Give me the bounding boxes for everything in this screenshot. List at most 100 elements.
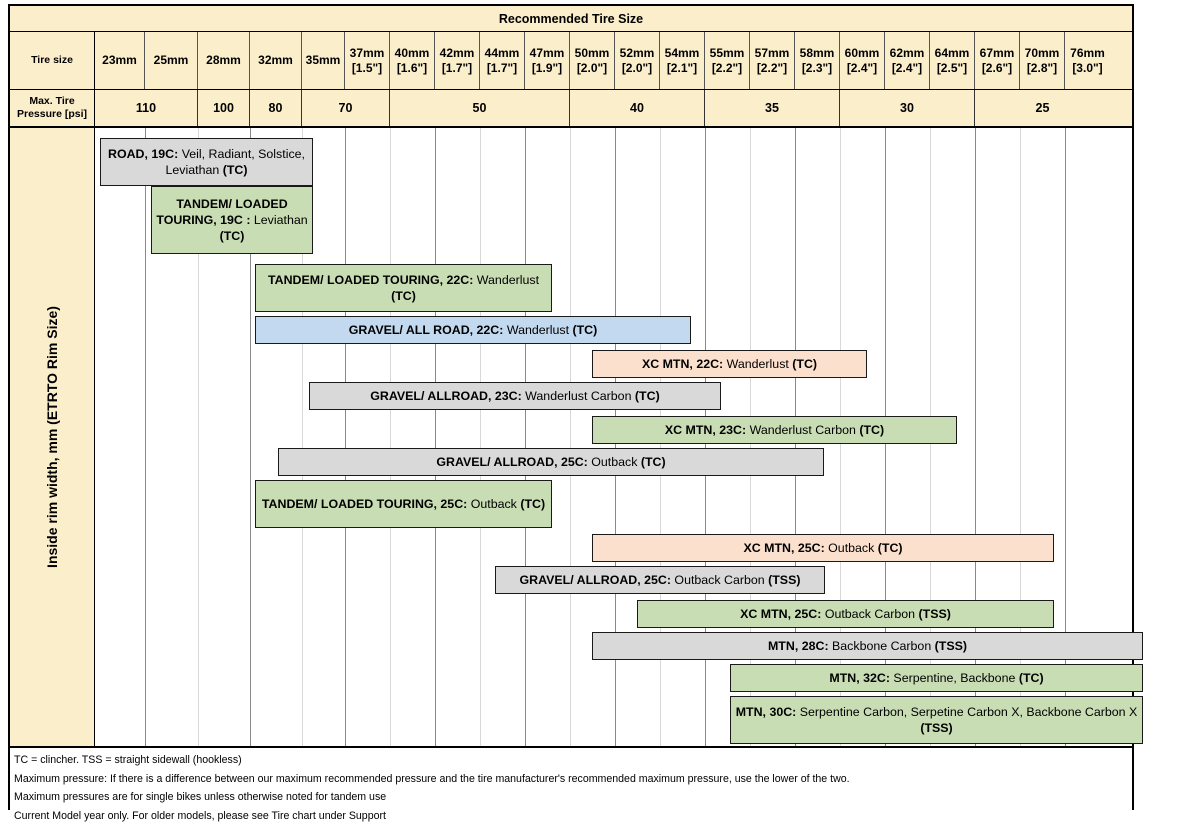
bar-category-label: MTN, 28C:: [768, 639, 829, 653]
size-column-header: 32mm: [250, 32, 302, 89]
max-pressure-value: 25: [975, 90, 1110, 126]
chart-plot-body: Inside rim width, mm (ETRTO Rim Size) RO…: [10, 128, 1132, 746]
size-column-inch: [2.0"]: [622, 61, 652, 76]
tire-compatibility-bar[interactable]: TANDEM/ LOADED TOURING, 25C: Outback (TC…: [255, 480, 552, 528]
size-column-inch: [1.5"]: [352, 61, 382, 76]
size-column-mm: 44mm: [485, 46, 520, 61]
tire-compatibility-bar[interactable]: ROAD, 19C: Veil, Radiant, Solstice, Levi…: [100, 138, 313, 186]
size-column-mm: 67mm: [980, 46, 1015, 61]
grid-line: [345, 128, 346, 746]
tire-compatibility-bar[interactable]: XC MTN, 23C: Wanderlust Carbon (TC): [592, 416, 957, 444]
tire-compatibility-bar[interactable]: GRAVEL/ ALLROAD, 25C: Outback Carbon (TS…: [495, 566, 825, 594]
size-column-inch: [1.9"]: [532, 61, 562, 76]
bar-category-label: GRAVEL/ ALLROAD, 25C:: [436, 455, 587, 469]
tire-compatibility-bar[interactable]: TANDEM/ LOADED TOURING, 19C : Leviathan …: [151, 186, 313, 254]
tire-compatibility-bar[interactable]: GRAVEL/ ALLROAD, 23C: Wanderlust Carbon …: [309, 382, 721, 410]
tire-compatibility-bar[interactable]: MTN, 28C: Backbone Carbon (TSS): [592, 632, 1143, 660]
size-column-header: 55mm[2.2"]: [705, 32, 750, 89]
size-column-inch: [2.4"]: [892, 61, 922, 76]
size-column-header: 50mm[2.0"]: [570, 32, 615, 89]
bar-type-label: (TC): [859, 423, 884, 437]
size-column-mm: 64mm: [935, 46, 970, 61]
size-column-header: 58mm[2.3"]: [795, 32, 840, 89]
grid-line: [480, 128, 481, 746]
size-column-inch: [2.0"]: [577, 61, 607, 76]
bar-category-label: GRAVEL/ ALLROAD, 25C:: [520, 573, 671, 587]
max-pressure-value: 50: [390, 90, 570, 126]
max-pressure-label-line2: Pressure [psi]: [17, 108, 87, 121]
tire-compatibility-bar[interactable]: MTN, 32C: Serpentine, Backbone (TC): [730, 664, 1143, 692]
bar-models-label: Wanderlust Carbon: [746, 423, 859, 437]
bar-models-label: Outback: [467, 497, 520, 511]
size-column-header: 25mm: [145, 32, 198, 89]
bar-models-label: Wanderlust: [503, 323, 572, 337]
size-column-header: 23mm: [95, 32, 145, 89]
tire-compatibility-bar[interactable]: GRAVEL/ ALLROAD, 25C: Outback (TC): [278, 448, 824, 476]
bar-type-label: (TC): [878, 541, 903, 555]
size-column-mm: 52mm: [620, 46, 655, 61]
bar-type-label: (TSS): [920, 721, 952, 735]
size-column-inch: [2.5"]: [937, 61, 967, 76]
y-axis-label: Inside rim width, mm (ETRTO Rim Size): [10, 128, 95, 746]
size-column-inch: [1.7"]: [442, 61, 472, 76]
bar-category-label: GRAVEL/ ALL ROAD, 22C:: [349, 323, 504, 337]
size-column-header: 28mm: [198, 32, 250, 89]
bar-type-label: (TC): [792, 357, 817, 371]
bar-category-label: XC MTN, 25C:: [743, 541, 824, 555]
bar-models-label: Wanderlust Carbon: [522, 389, 635, 403]
bar-models-label: Outback: [825, 541, 878, 555]
size-column-header: 60mm[2.4"]: [840, 32, 885, 89]
max-pressure-value: 40: [570, 90, 705, 126]
tire-compatibility-bar[interactable]: XC MTN, 25C: Outback Carbon (TSS): [637, 600, 1054, 628]
size-column-header: 54mm[2.1"]: [660, 32, 705, 89]
y-axis-label-text: Inside rim width, mm (ETRTO Rim Size): [44, 306, 60, 568]
size-column-header: 64mm[2.5"]: [930, 32, 975, 89]
size-column-inch: [2.2"]: [712, 61, 742, 76]
size-column-inch: [1.6"]: [397, 61, 427, 76]
size-column-mm: 25mm: [154, 53, 189, 68]
tire-compatibility-bar[interactable]: MTN, 30C: Serpentine Carbon, Serpetine C…: [730, 696, 1143, 744]
max-pressure-value: 110: [95, 90, 198, 126]
bar-category-label: MTN, 32C:: [829, 671, 890, 685]
bar-models-label: Outback Carbon: [821, 607, 918, 621]
bar-type-label: (TC): [1019, 671, 1044, 685]
bar-models-label: Leviathan: [250, 213, 307, 227]
tire-compatibility-bar[interactable]: GRAVEL/ ALL ROAD, 22C: Wanderlust (TC): [255, 316, 691, 344]
bar-models-label: Outback: [588, 455, 641, 469]
tire-compatibility-bar[interactable]: XC MTN, 22C: Wanderlust (TC): [592, 350, 867, 378]
max-pressure-value: 80: [250, 90, 302, 126]
tire-compatibility-bar[interactable]: TANDEM/ LOADED TOURING, 22C: Wanderlust …: [255, 264, 552, 312]
grid-line: [390, 128, 391, 746]
tire-compatibility-bar[interactable]: XC MTN, 25C: Outback (TC): [592, 534, 1054, 562]
size-column-header: 37mm[1.5"]: [345, 32, 390, 89]
size-column-mm: 42mm: [440, 46, 475, 61]
max-pressure-row-label: Max. Tire Pressure [psi]: [10, 90, 95, 126]
size-column-header: 70mm[2.8"]: [1020, 32, 1065, 89]
size-column-mm: 70mm: [1025, 46, 1060, 61]
max-pressure-value: 70: [302, 90, 390, 126]
footnote-line: Maximum pressure: If there is a differen…: [14, 770, 1128, 789]
bar-models-label: Backbone Carbon: [829, 639, 935, 653]
size-column-header: 35mm: [302, 32, 345, 89]
bar-type-label: (TC): [635, 389, 660, 403]
size-column-mm: 50mm: [575, 46, 610, 61]
size-column-mm: 40mm: [395, 46, 430, 61]
bar-category-label: TANDEM/ LOADED TOURING, 25C:: [262, 497, 467, 511]
size-column-header: 52mm[2.0"]: [615, 32, 660, 89]
size-column-header: 76mm[3.0"]: [1065, 32, 1110, 89]
bar-models-label: Outback Carbon: [671, 573, 768, 587]
bar-type-label: (TC): [572, 323, 597, 337]
size-column-mm: 32mm: [258, 53, 293, 68]
tire-size-row-label: Tire size: [10, 32, 95, 89]
footnotes: TC = clincher. TSS = straight sidewall (…: [10, 746, 1132, 825]
bar-type-label: (TSS): [919, 607, 951, 621]
size-column-mm: 62mm: [890, 46, 925, 61]
bar-type-label: (TSS): [935, 639, 967, 653]
size-column-inch: [2.2"]: [757, 61, 787, 76]
max-pressure-value: 35: [705, 90, 840, 126]
bar-models-label: Wanderlust: [723, 357, 792, 371]
size-column-mm: 55mm: [710, 46, 745, 61]
